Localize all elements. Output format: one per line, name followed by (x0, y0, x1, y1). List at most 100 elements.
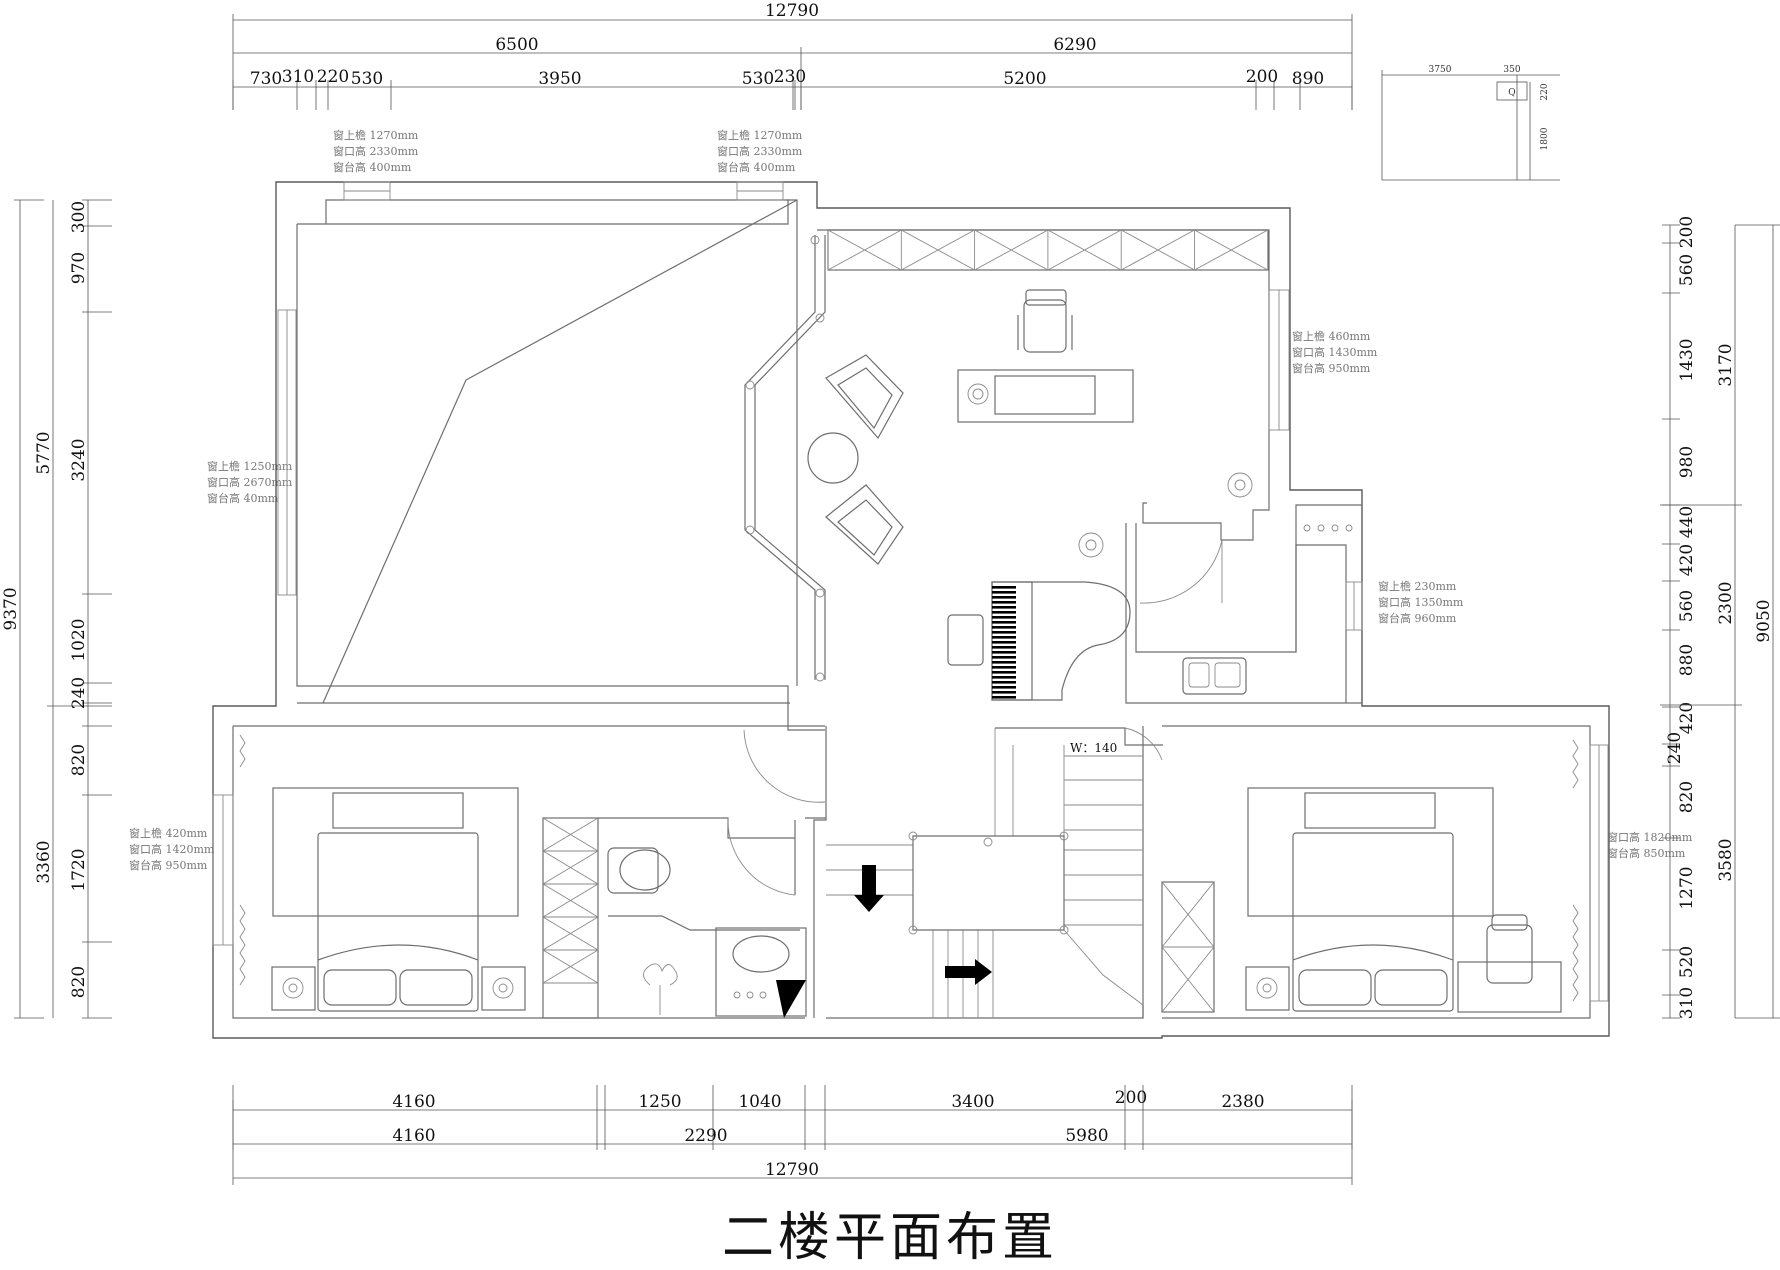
drawing-title: 二楼平面布置 (721, 1208, 1058, 1268)
dim-top-total: 12790 (765, 1, 819, 21)
inset-dim-b: 350 (1503, 65, 1520, 75)
dim-left-mid-2: 3360 (34, 840, 54, 883)
window-note-1-line-3: 窗台高 400mm (333, 160, 412, 174)
piano-key (992, 606, 1016, 609)
piano-key (992, 686, 1016, 689)
piano-key (992, 691, 1016, 694)
dim-top-small-6: 530 (742, 69, 774, 89)
window-note-1-line-1: 窗上檐 1270mm (333, 128, 419, 142)
dim-bottom-1-2: 1250 (638, 1092, 681, 1112)
piano-key (992, 601, 1016, 604)
dim-right-inner-6: 420 (1677, 544, 1697, 576)
window-note-6-line-1: 窗上檐 420mm (129, 826, 208, 840)
dim-right-inner-13: 520 (1677, 946, 1697, 978)
bathroom-fixtures (607, 729, 826, 1018)
dim-left-inner-7: 1720 (69, 848, 89, 891)
dim-bottom-1-1: 4160 (392, 1092, 435, 1112)
window-note-5-line-1: 窗上檐 230mm (1378, 579, 1457, 593)
piano-key (992, 596, 1016, 599)
dim-left-inner-4: 1020 (69, 618, 89, 661)
dim-left-outer: 9370 (1, 587, 21, 630)
study-furniture (744, 229, 1269, 701)
piano-key (992, 676, 1016, 679)
window-note-4-line-1: 窗上檐 460mm (1292, 329, 1371, 343)
piano-key (992, 656, 1016, 659)
shelf-cross (1194, 229, 1269, 271)
window-note-6-line-2: 窗口高 1420mm (129, 842, 215, 856)
dim-right-inner-4: 980 (1677, 446, 1697, 478)
dim-top-small-10: 890 (1292, 69, 1324, 89)
stairs: W：140 (826, 728, 1144, 1018)
dim-bottom-2-3: 5980 (1065, 1126, 1108, 1146)
window-note-2-line-2: 窗口高 2330mm (717, 144, 803, 158)
dim-right-mid-2: 2300 (1716, 581, 1736, 624)
dim-top-small-3: 220 (317, 67, 349, 87)
piano-key (992, 621, 1016, 624)
dim-right-inner-8: 880 (1677, 644, 1697, 676)
piano-key (992, 616, 1016, 619)
dim-right-inner-14: 310 (1677, 987, 1697, 1019)
window-note-3-line-3: 窗台高 40mm (207, 491, 279, 505)
window-note-4-line-2: 窗口高 1430mm (1292, 345, 1378, 359)
piano-key (992, 671, 1016, 674)
piano-key (992, 641, 1016, 644)
inset-label: Q (1508, 88, 1515, 98)
kitchen-furniture (1182, 524, 1353, 695)
dim-right-inner-9: 420 (1677, 702, 1697, 734)
piano-key (992, 661, 1016, 664)
dim-top-small-5: 3950 (538, 69, 581, 89)
dim-top-mid-1: 6500 (495, 35, 538, 55)
window-note-2-line-1: 窗上檐 1270mm (717, 128, 803, 142)
bottom-dimensions: 4160 1250 1040 3400 200 2380 4160 2290 5… (232, 1085, 1353, 1185)
dim-top-small-4: 530 (351, 69, 383, 89)
piano-key (992, 611, 1016, 614)
dim-top-small-1: 730 (250, 69, 282, 89)
dim-right-inner-7: 560 (1677, 590, 1697, 622)
piano-key (992, 626, 1016, 629)
inset-dim-a: 3750 (1429, 65, 1452, 75)
piano-key (992, 586, 1016, 589)
window-notes: 窗上檐 1270mm 窗口高 2330mm 窗台高 400mm 窗上檐 1270… (129, 128, 1693, 872)
dim-top-small-8: 5200 (1003, 69, 1046, 89)
piano-key (992, 646, 1016, 649)
window-note-3-line-2: 窗口高 2670mm (207, 475, 293, 489)
window-note-6-line-3: 窗台高 950mm (129, 858, 208, 872)
walls (212, 181, 1610, 1039)
dim-right-inner-3: 1430 (1677, 338, 1697, 381)
dim-right-outer: 9050 (1754, 599, 1774, 642)
dim-left-mid-1: 5770 (34, 431, 54, 474)
piano-key (992, 631, 1016, 634)
dim-left-inner-8: 820 (69, 966, 89, 998)
dim-right-inner-12: 1270 (1677, 866, 1697, 909)
dim-left-inner-1: 300 (69, 201, 89, 233)
shelf-cross (901, 229, 975, 271)
window-note-2-line-3: 窗台高 400mm (717, 160, 796, 174)
window-note-5-line-2: 窗口高 1350mm (1378, 595, 1464, 609)
dim-left-inner-6: 820 (69, 744, 89, 776)
inset-detail: 3750 350 Q 220 1800 (1381, 65, 1560, 181)
dim-bottom-1-3: 1040 (738, 1092, 781, 1112)
dim-bottom-2-2: 2290 (684, 1126, 727, 1146)
right-bedroom-furniture (1124, 727, 1579, 1013)
dim-left-inner-3: 3240 (69, 438, 89, 481)
dim-bottom-1-5: 200 (1115, 1088, 1147, 1108)
dim-right-inner-10: 240 (1665, 732, 1685, 764)
piano-key (992, 591, 1016, 594)
shelf-cross (974, 229, 1049, 271)
dim-left-inner-5: 240 (69, 677, 89, 709)
dim-top-mid-2: 6290 (1053, 35, 1096, 55)
shelf-cross (1120, 229, 1195, 271)
dim-bottom-total: 12790 (765, 1160, 819, 1180)
dim-right-inner-1: 200 (1677, 216, 1697, 248)
dim-bottom-2-1: 4160 (392, 1126, 435, 1146)
dim-top-small-2: 310 (282, 67, 314, 87)
window-note-1-line-2: 窗口高 2330mm (333, 144, 419, 158)
right-dimensions: 200 560 1430 980 440 420 560 880 420 240… (1660, 216, 1780, 1019)
window-note-5-line-3: 窗台高 960mm (1378, 611, 1457, 625)
piano-key (992, 636, 1016, 639)
window-note-7-line-1: 窗口高 1820mm (1607, 830, 1693, 844)
shelf-cross (1047, 229, 1122, 271)
dim-top-small-7: 230 (774, 67, 806, 87)
window-note-3-line-1: 窗上檐 1250mm (207, 459, 293, 473)
